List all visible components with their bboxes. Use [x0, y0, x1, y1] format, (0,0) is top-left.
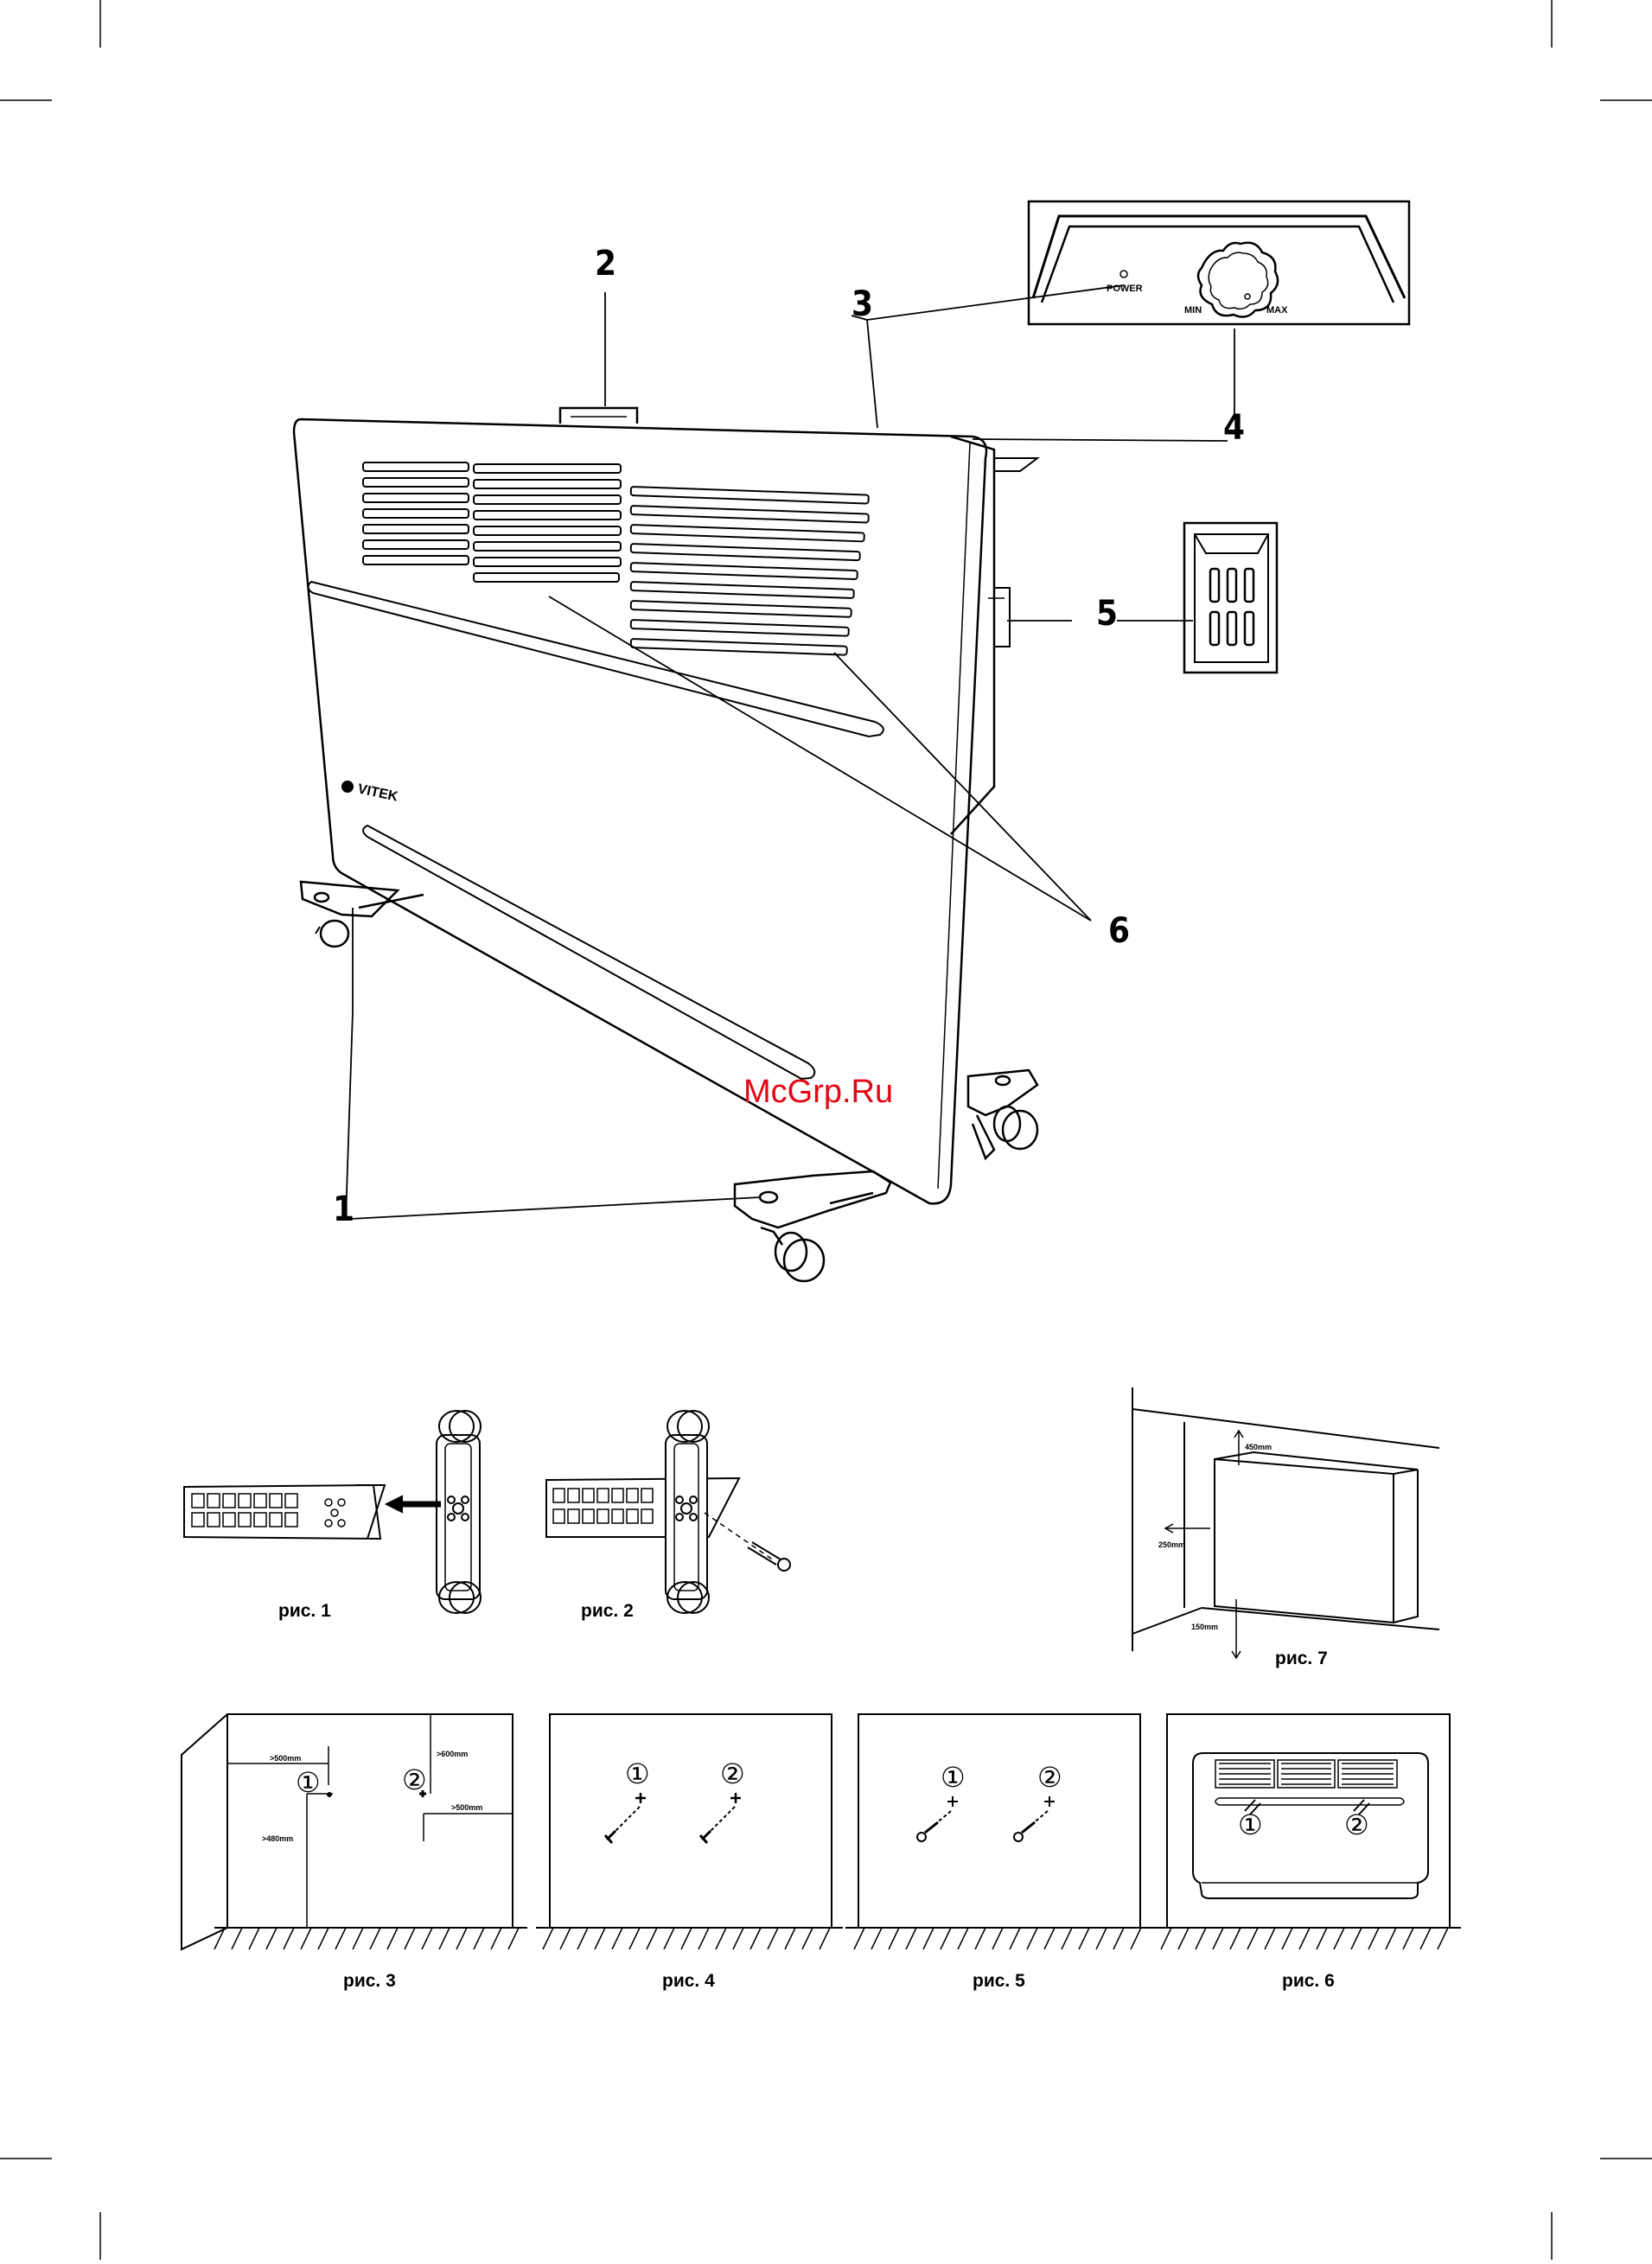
callout-3: 3 [852, 284, 873, 324]
fig-1-drawing [184, 1411, 481, 1613]
callout-5: 5 [1096, 594, 1118, 634]
fig-6-drawing [1154, 1714, 1461, 1949]
side-switch [994, 588, 1010, 647]
fig-6-marker-1: ① [1238, 1809, 1263, 1840]
fig-4-caption: рис. 4 [662, 1971, 715, 1991]
svg-text:VITEK: VITEK [356, 781, 399, 805]
fig-7-dim-top: 450mm [1245, 1443, 1272, 1451]
fig-3-drawing [182, 1714, 527, 1949]
fig-3-dim-2: >600mm [437, 1750, 468, 1758]
fig-7-caption: рис. 7 [1275, 1649, 1328, 1668]
callout-4: 4 [1223, 408, 1245, 448]
handle [560, 408, 637, 424]
fig-4-marker-1: ① [625, 1758, 650, 1789]
fig-6-caption: рис. 6 [1282, 1971, 1335, 1991]
fig-6-marker-2: ② [1344, 1809, 1369, 1840]
watermark: McGrp.Ru [743, 1074, 893, 1110]
max-label: MAX [1266, 305, 1288, 316]
fig-3-dim-4: >480mm [262, 1834, 293, 1843]
power-indicator [1120, 271, 1127, 277]
brand-logo: VITEK [341, 781, 399, 805]
fig-1-caption: рис. 1 [278, 1601, 331, 1621]
fig-4-drawing [536, 1714, 843, 1949]
lower-groove [363, 826, 814, 1079]
callout-6: 6 [1108, 911, 1130, 951]
fig-5-caption: рис. 5 [973, 1971, 1025, 1991]
fig-3-caption: рис. 3 [343, 1971, 396, 1991]
switch-inset [1184, 523, 1277, 673]
fig-7-dim-bottom: 150mm [1191, 1623, 1218, 1631]
fig-3-marker-1: ① [296, 1767, 321, 1798]
control-panel-inset [1029, 201, 1409, 324]
fig-2-caption: рис. 2 [581, 1601, 634, 1621]
right-foot-back [968, 1070, 1037, 1158]
fig-3-marker-2: ② [402, 1764, 427, 1795]
min-label: MIN [1184, 305, 1202, 316]
left-foot [301, 882, 424, 947]
fig-3-dim-3: >500mm [451, 1803, 482, 1812]
heater-drawing [294, 408, 1037, 1281]
fig-2-drawing [546, 1411, 790, 1613]
callout-2: 2 [595, 244, 616, 284]
fig-4-marker-2: ② [720, 1758, 745, 1789]
power-label: POWER [1107, 284, 1143, 294]
fig-5-drawing [845, 1714, 1154, 1949]
fig-3-dim-1: >500mm [270, 1754, 301, 1763]
right-foot-front [735, 1171, 890, 1281]
fig-5-marker-1: ① [941, 1762, 966, 1793]
fig-7-dim-side: 250mm [1158, 1540, 1185, 1549]
fig-7-drawing [1132, 1387, 1439, 1658]
heater-side [951, 437, 994, 834]
callout-1: 1 [333, 1189, 354, 1229]
upper-groove [308, 582, 883, 737]
fig-5-marker-2: ② [1037, 1762, 1062, 1793]
